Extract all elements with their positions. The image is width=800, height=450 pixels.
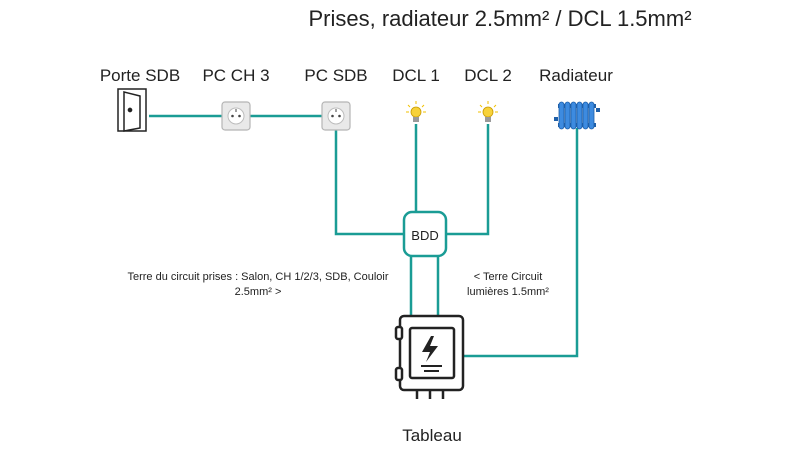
- bdd-junction-box: [402, 210, 448, 258]
- label-dcl2: DCL 2: [464, 66, 512, 85]
- socket-icon: [221, 101, 251, 131]
- note-terre-lumieres-line1: < Terre Circuit: [473, 271, 543, 283]
- socket-icon: [321, 101, 351, 131]
- diagram-title: Prises, radiateur 2.5mm² / DCL 1.5mm²: [308, 6, 692, 31]
- wire-pc-sdb-to-bdd: [334, 130, 404, 236]
- label-tableau: Tableau: [402, 426, 462, 445]
- note-terre-prises-line1: Terre du circuit prises : Salon, CH 1/2/…: [127, 271, 389, 283]
- label-porte-sdb: Porte SDB: [99, 66, 181, 85]
- label-radiateur: Radiateur: [539, 66, 613, 85]
- bulb-icon: [478, 101, 498, 122]
- note-terre-prises-line2: 2.5mm² >: [234, 286, 282, 298]
- label-pc-ch3: PC CH 3: [202, 66, 270, 85]
- door-icon: [117, 88, 147, 132]
- panel-icon: [394, 314, 465, 399]
- label-dcl1: DCL 1: [392, 66, 440, 85]
- wire-radiator-to-tableau: [463, 128, 579, 358]
- note-terre-lumieres-line2: lumières 1.5mm²: [467, 286, 549, 298]
- wires: [149, 114, 579, 358]
- label-pc-sdb: PC SDB: [304, 66, 368, 85]
- wire-dcl2-to-bdd: [446, 124, 490, 236]
- radiator-icon: [554, 101, 600, 130]
- bdd-label: BDD: [411, 228, 439, 243]
- bulb-icon: [406, 101, 426, 122]
